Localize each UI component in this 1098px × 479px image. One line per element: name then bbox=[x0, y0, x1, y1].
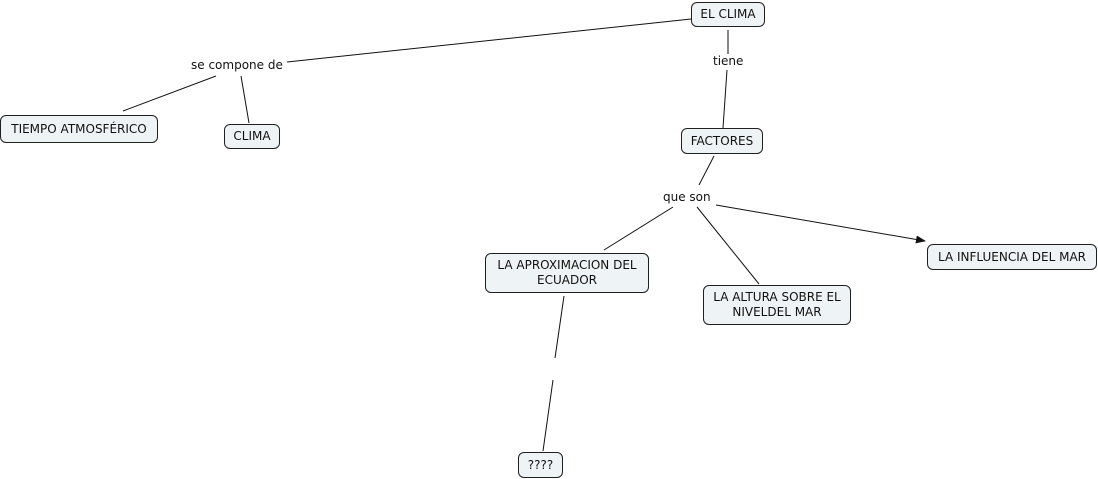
node-influencia-mar[interactable]: LA INFLUENCIA DEL MAR bbox=[927, 244, 1097, 270]
node-el-clima[interactable]: EL CLIMA bbox=[691, 2, 765, 27]
connector-elclima-secompone bbox=[286, 18, 692, 63]
node-unknown[interactable]: ???? bbox=[518, 452, 563, 478]
node-factores-label: FACTORES bbox=[690, 133, 754, 148]
node-tiempo-atmosferico-label: TIEMPO ATMOSFÉRICO bbox=[11, 121, 147, 136]
connector-queson-altura bbox=[696, 206, 760, 285]
link-label-que-son: que son bbox=[660, 190, 714, 205]
node-influencia-mar-label: LA INFLUENCIA DEL MAR bbox=[938, 249, 1086, 264]
node-tiempo-atmosferico[interactable]: TIEMPO ATMOSFÉRICO bbox=[0, 115, 158, 143]
node-aproximacion-ecuador-label: LA APROXIMACION DEL ECUADOR bbox=[497, 258, 637, 287]
connector-tiene-factores bbox=[722, 69, 728, 129]
node-altura-nivel-mar[interactable]: LA ALTURA SOBRE EL NIVELDEL MAR bbox=[703, 285, 851, 325]
node-el-clima-label: EL CLIMA bbox=[700, 7, 756, 21]
node-altura-nivel-mar-label: LA ALTURA SOBRE EL NIVELDEL MAR bbox=[713, 290, 841, 319]
connector-factores-queson bbox=[698, 155, 715, 186]
connector-secompone-clima bbox=[240, 75, 250, 124]
connector-queson-influencia bbox=[715, 204, 926, 244]
node-unknown-label: ???? bbox=[527, 457, 554, 472]
connector-midpoint-unknown bbox=[542, 379, 554, 452]
link-label-tiene: tiene bbox=[710, 54, 747, 69]
connector-aproximacion-midpoint bbox=[554, 295, 565, 359]
node-aproximacion-ecuador[interactable]: LA APROXIMACION DEL ECUADOR bbox=[485, 253, 649, 293]
connector-secompone-tiempo bbox=[122, 75, 217, 112]
link-label-se-compone-de: se compone de bbox=[188, 58, 286, 73]
node-clima-label: CLIMA bbox=[233, 129, 271, 143]
node-factores[interactable]: FACTORES bbox=[681, 128, 763, 154]
node-clima[interactable]: CLIMA bbox=[224, 124, 280, 149]
connector-queson-aproximacion bbox=[603, 206, 674, 251]
